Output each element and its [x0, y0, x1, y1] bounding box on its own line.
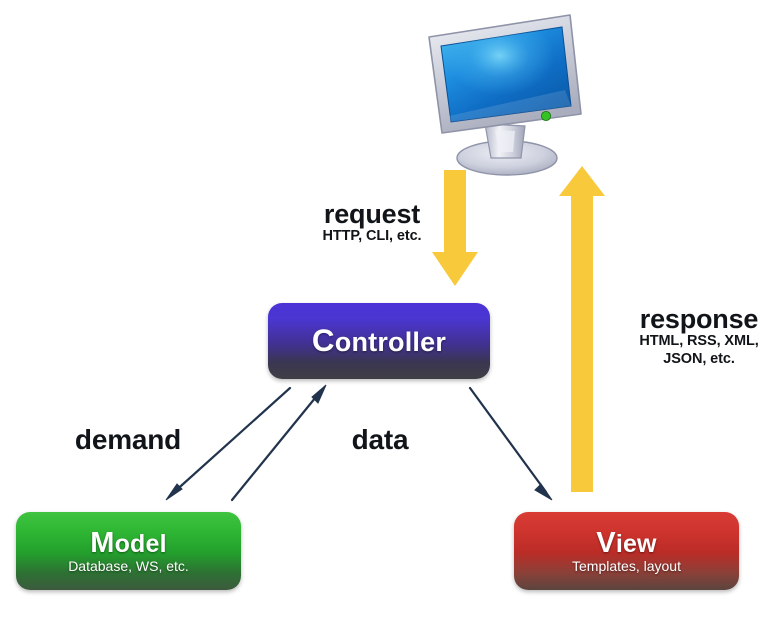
node-view-subtitle: Templates, layout [572, 558, 681, 575]
node-controller-title-rest: ontroller [334, 326, 447, 357]
label-request-sub: HTTP, CLI, etc. [322, 228, 422, 245]
node-model-title-rest: odel [114, 529, 167, 558]
label-request: request HTTP, CLI, etc. [292, 200, 452, 246]
label-request-main: request [323, 199, 421, 229]
label-demand: demand [48, 424, 208, 455]
monitor-svg [428, 14, 582, 176]
arrow-response [559, 166, 605, 492]
monitor-neck-highlight [495, 130, 515, 152]
label-demand-main: demand [74, 424, 182, 455]
node-model-title-cap: M [90, 526, 115, 559]
node-controller[interactable]: Controller [268, 303, 490, 379]
node-view-title-cap: V [596, 526, 616, 559]
label-data-main: data [351, 424, 409, 455]
monitor-screen-glow [441, 27, 571, 122]
label-response-main: response [639, 304, 759, 334]
label-response-sub-line2: JSON, etc. [663, 350, 735, 367]
node-model-title: Model [90, 526, 167, 559]
arrow-data [230, 384, 327, 502]
node-view-title-rest: iew [615, 529, 657, 558]
power-led-icon [540, 110, 552, 122]
computer-monitor-icon [415, 6, 595, 178]
node-model[interactable]: Model Database, WS, etc. [16, 512, 241, 590]
label-response-sub-line1: HTML, RSS, XML, [639, 333, 759, 350]
arrow-controller-to-view [468, 386, 553, 501]
node-view[interactable]: View Templates, layout [514, 512, 739, 590]
node-model-subtitle: Database, WS, etc. [68, 558, 189, 575]
node-controller-title: Controller [311, 322, 447, 358]
label-response: response HTML, RSS, XML, JSON, etc. [616, 305, 782, 368]
monitor-screen-sheen [449, 90, 571, 122]
node-view-title: View [596, 526, 657, 559]
label-data: data [330, 424, 430, 455]
node-controller-title-cap: C [311, 322, 335, 358]
